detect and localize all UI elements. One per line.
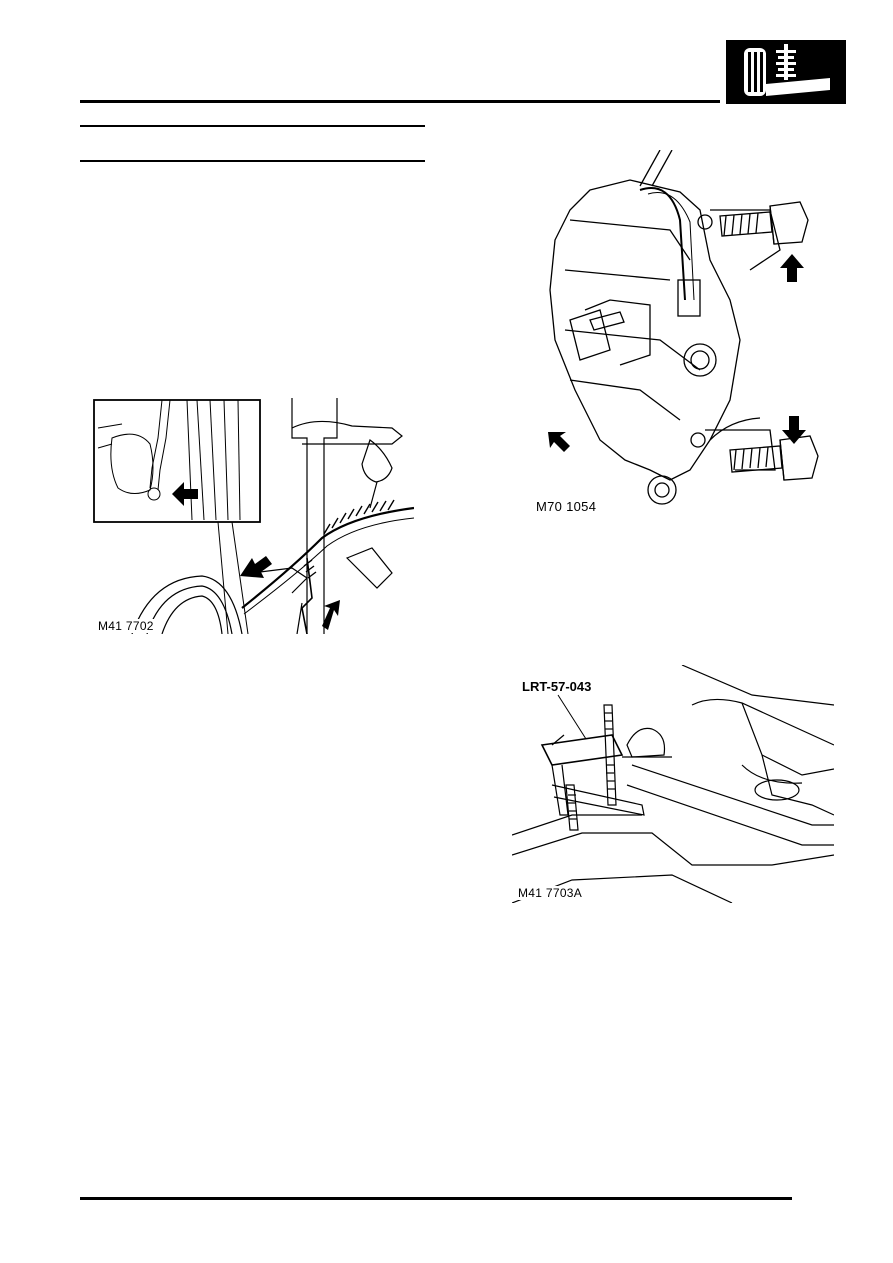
brake-caliper-bolts-illustration: [548, 150, 819, 505]
figure-brake-hose: M41 7702: [92, 398, 414, 634]
figure-brake-caliper: M70 1054: [530, 150, 820, 520]
heading-top-rule: [80, 125, 425, 127]
figure-caption: M70 1054: [534, 499, 599, 514]
figure-caption: M41 7703A: [516, 886, 585, 900]
header-rule: [80, 100, 720, 103]
heading-bottom-rule: [80, 160, 425, 162]
suspension-section-icon: [726, 40, 846, 104]
figure-caption: M41 7702: [96, 619, 156, 633]
tool-label: LRT-57-043: [522, 679, 592, 694]
footer-rule: [80, 1197, 792, 1200]
ball-joint-splitter-illustration: [512, 665, 834, 903]
figure-ball-joint-splitter: LRT-57-043 M41 7703A: [512, 665, 834, 903]
brake-hose-sensor-illustration: [93, 398, 414, 634]
